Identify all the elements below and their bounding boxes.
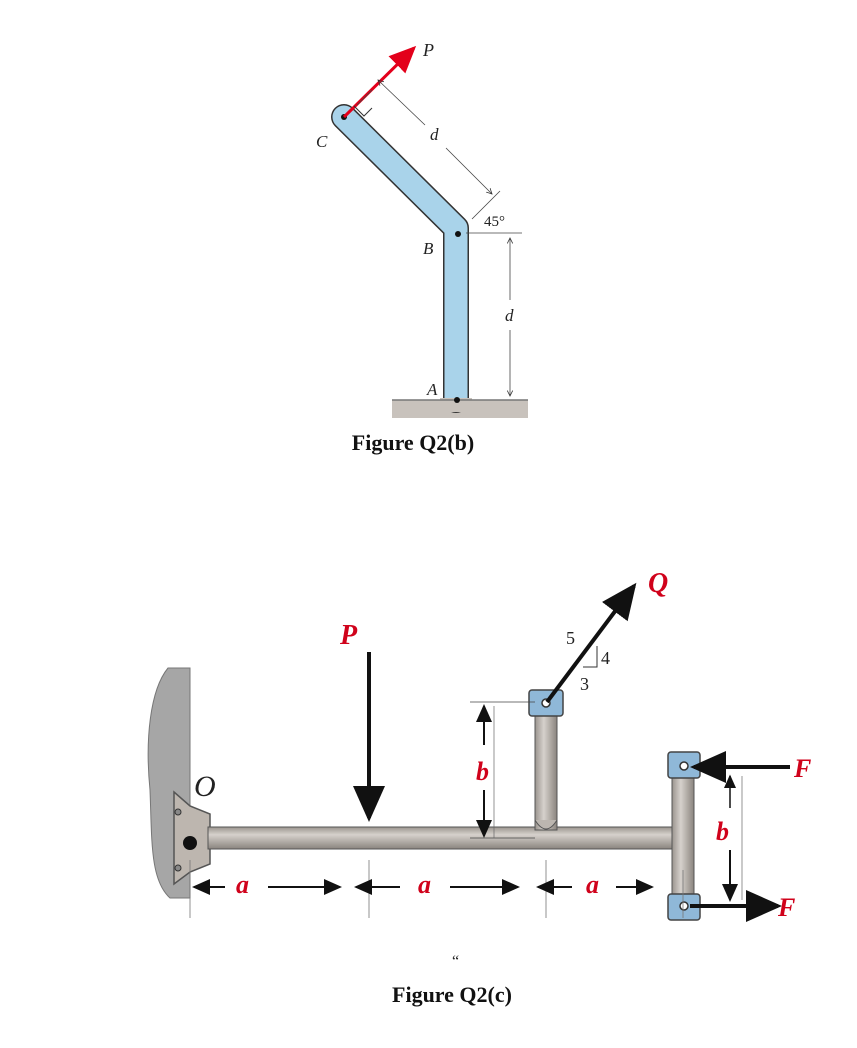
caption-q2b: Figure Q2(b) [352, 430, 474, 455]
right-angle-mark [353, 105, 373, 117]
point-o [183, 836, 197, 850]
dim-d-incline-ext [356, 89, 373, 106]
collar-bottom-pin [679, 901, 689, 911]
bolt [174, 808, 182, 816]
label-a1: a [236, 870, 249, 899]
label-d-vertical: d [505, 306, 514, 325]
label-c: C [316, 132, 328, 151]
label-slope-4: 4 [601, 648, 610, 668]
label-o: O [194, 770, 216, 803]
label-a3: a [586, 870, 599, 899]
label-f-bottom: F [777, 893, 795, 922]
label-b: B [423, 239, 434, 258]
label-f-top: F [793, 754, 811, 783]
collar-top-pin [679, 761, 689, 771]
figure-q2b: P C B A d d 45° Figure Q2(b) [316, 40, 528, 455]
vertical-post [534, 705, 558, 831]
caption-q2c: Figure Q2(c) [392, 982, 512, 1007]
stray-mark: “ [452, 953, 459, 970]
label-slope-5: 5 [566, 628, 575, 648]
point-a [454, 397, 460, 403]
main-shaft [207, 826, 683, 850]
bent-rod-fill [332, 105, 468, 412]
label-angle: 45° [484, 214, 505, 230]
label-p: P [339, 620, 358, 651]
dim-d-incline-2 [445, 147, 492, 194]
label-b-right: b [716, 817, 729, 846]
dim-d-incline-ext2 [471, 190, 501, 220]
force-q-arrow [545, 582, 637, 704]
point-b [455, 231, 461, 237]
label-a: A [426, 380, 438, 399]
slope-triangle [583, 646, 598, 668]
label-a2: a [418, 870, 431, 899]
label-q: Q [648, 568, 668, 599]
label-p: P [422, 40, 434, 60]
label-d-incline: d [430, 125, 439, 144]
bolt [174, 864, 182, 872]
figure-q2c: O P Q F F b b a a a 5 4 3 “ Figure Q2(c) [147, 568, 811, 1007]
label-slope-3: 3 [580, 674, 589, 694]
dim-d-incline-1 [378, 80, 426, 126]
label-b-left: b [476, 757, 489, 786]
